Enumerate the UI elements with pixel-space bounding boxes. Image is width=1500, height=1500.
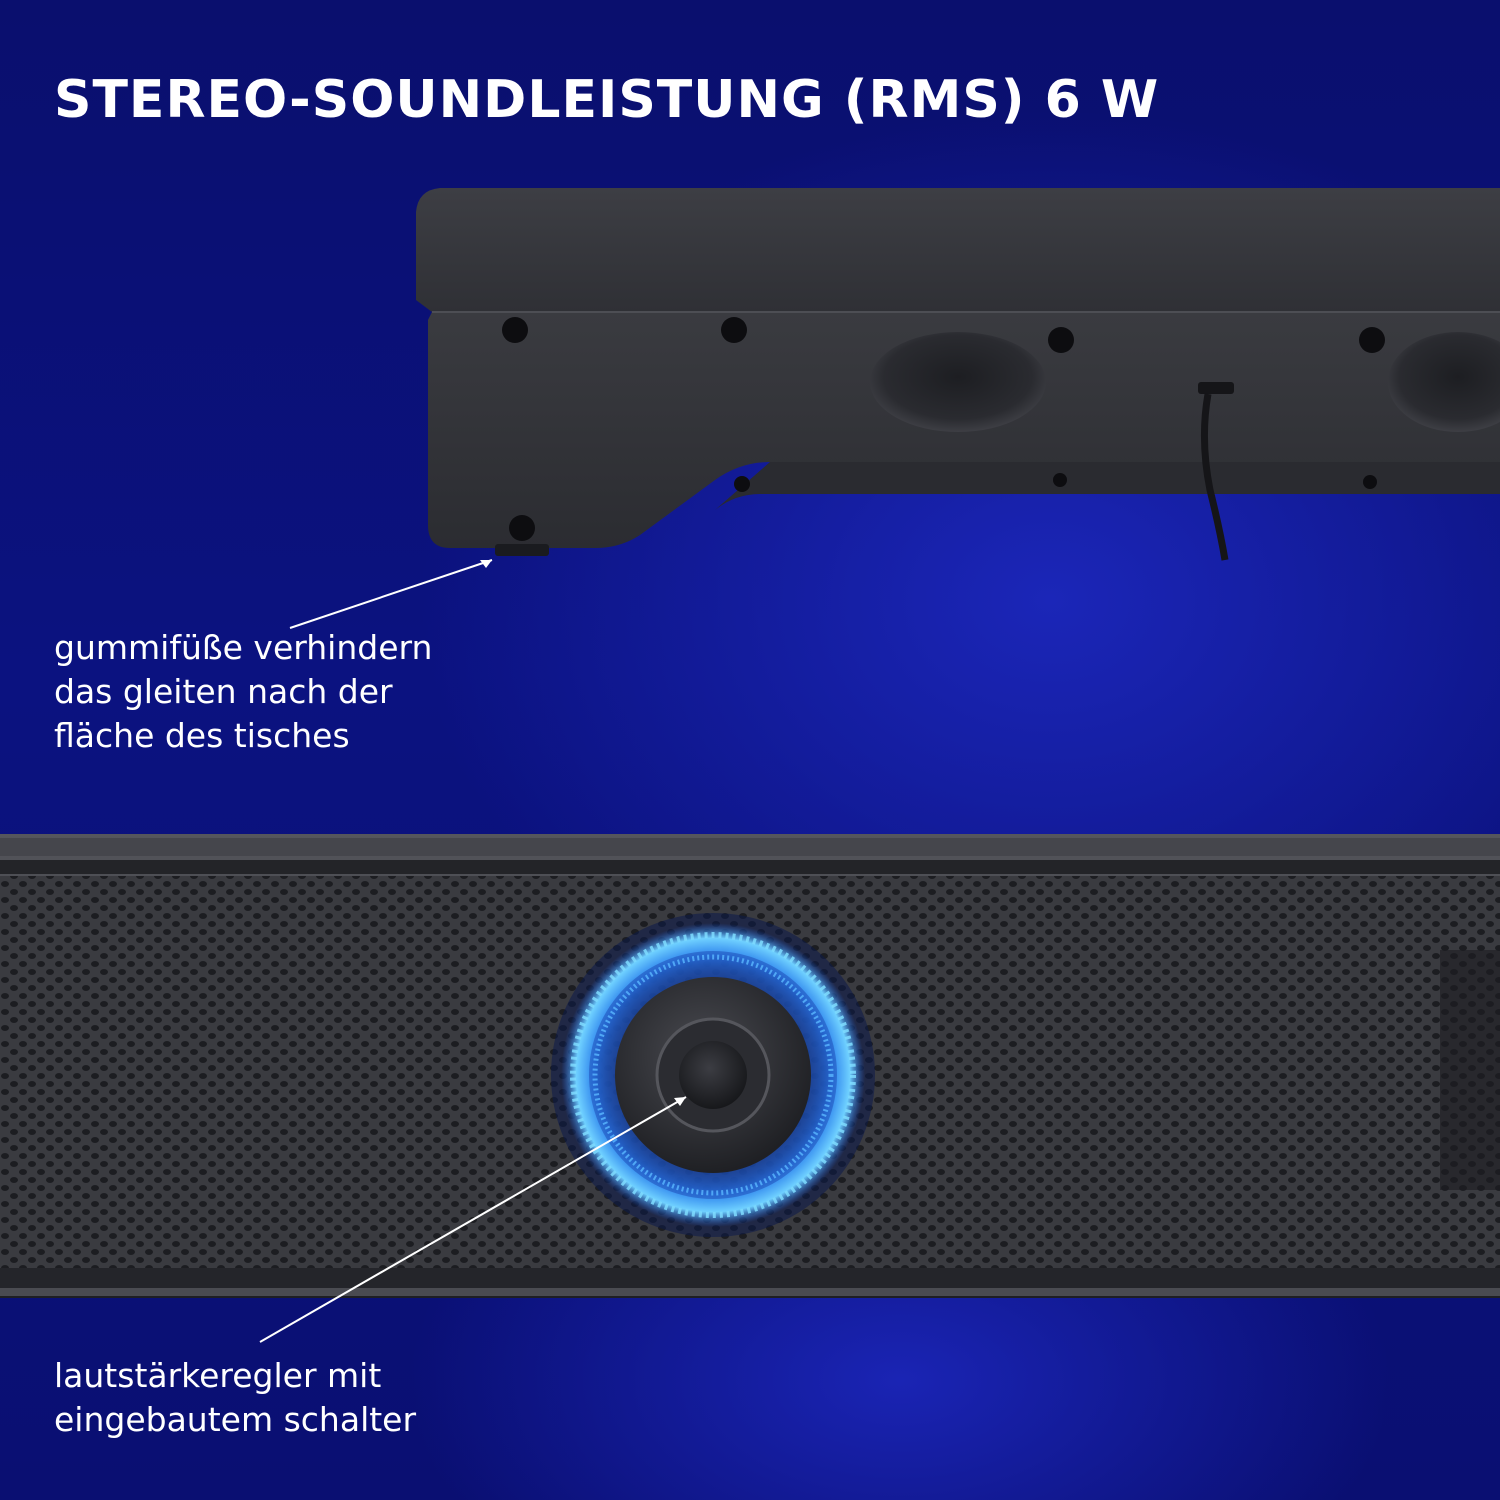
volume-knob[interactable] [551,913,875,1237]
feet-callout-line [289,559,493,629]
callout-line: gummifüße verhindern [54,628,433,667]
rubber-foot [495,544,549,556]
callout-line: das gleiten nach der [54,672,393,711]
feet-callout-text: gummifüße verhindern das gleiten nach de… [54,626,432,758]
callout-line: fläche des tisches [54,716,350,755]
soundbar-underside [416,188,1500,561]
knob-callout-line [259,1096,687,1343]
page-title: STEREO-SOUNDLEISTUNG (RMS) 6 W [54,70,1160,130]
callout-line: eingebautem schalter [54,1400,417,1439]
knob-callout-text: lautstärkeregler mit eingebautem schalte… [54,1354,416,1442]
callout-line: lautstärkeregler mit [54,1356,382,1395]
